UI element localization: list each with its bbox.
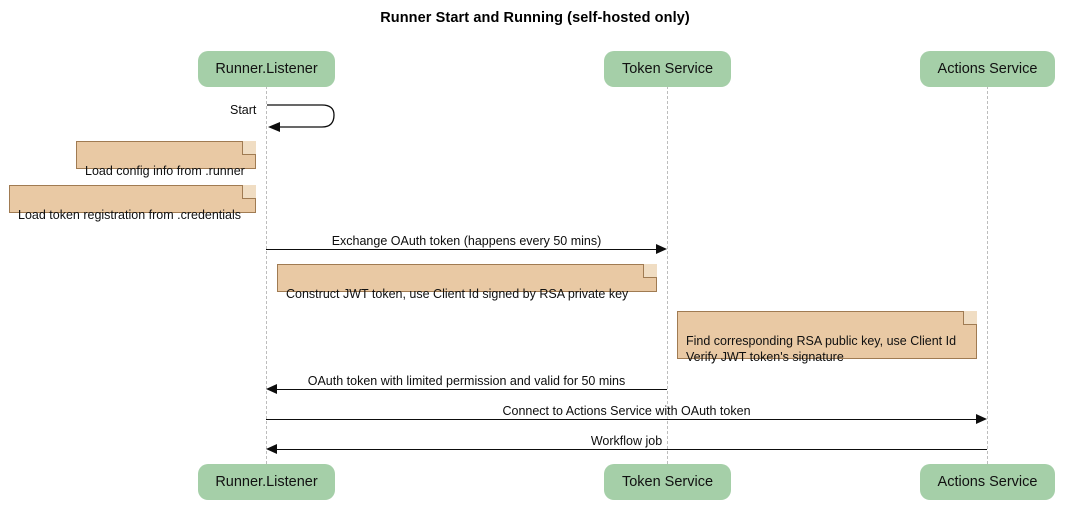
participant-label: Runner.Listener <box>215 474 318 490</box>
message-connect-line <box>266 419 976 420</box>
participant-label: Runner.Listener <box>215 61 318 77</box>
message-connect-label: Connect to Actions Service with OAuth to… <box>502 404 751 418</box>
participant-actions-bottom[interactable]: Actions Service <box>920 464 1055 500</box>
note-fold-corner-icon <box>242 141 256 155</box>
participant-label: Token Service <box>621 61 714 77</box>
participant-label: Actions Service <box>937 61 1038 77</box>
note-load-credentials: Load token registration from .credential… <box>9 185 256 222</box>
participant-label: Actions Service <box>937 474 1038 490</box>
participant-label: Token Service <box>621 474 714 490</box>
note-fold-corner-icon <box>963 311 977 325</box>
lifeline-runner <box>266 86 267 464</box>
note-fold-corner-icon <box>643 264 657 278</box>
page-title: Runner Start and Running (self-hosted on… <box>380 10 690 26</box>
message-workflow-job-line <box>277 449 987 450</box>
message-exchange-arrowhead-icon <box>656 244 667 254</box>
participant-token-top[interactable]: Token Service <box>604 51 731 87</box>
message-exchange-line <box>266 249 656 250</box>
message-workflow-job-label: Workflow job <box>590 434 663 448</box>
message-connect-arrowhead-icon <box>976 414 987 424</box>
lifeline-token <box>667 86 668 464</box>
participant-token-bottom[interactable]: Token Service <box>604 464 731 500</box>
message-workflow-job-arrowhead-icon <box>266 444 277 454</box>
note-text: Find corresponding RSA public key, use C… <box>686 334 957 364</box>
note-text: Load config info from .runner <box>85 164 245 178</box>
note-fold-corner-icon <box>242 185 256 199</box>
note-verify-signature: Find corresponding RSA public key, use C… <box>677 311 977 364</box>
note-text: Load token registration from .credential… <box>18 208 242 222</box>
message-start-label: Start <box>230 103 257 117</box>
lifeline-actions <box>987 86 988 464</box>
message-exchange-label: Exchange OAuth token (happens every 50 m… <box>331 234 602 248</box>
participant-runner-top[interactable]: Runner.Listener <box>198 51 335 87</box>
note-text: Construct JWT token, use Client Id signe… <box>286 287 629 301</box>
message-oauth-return-arrowhead-icon <box>266 384 277 394</box>
note-load-config: Load config info from .runner <box>76 141 256 178</box>
message-oauth-return-line <box>277 389 667 390</box>
note-construct-jwt: Construct JWT token, use Client Id signe… <box>277 264 657 301</box>
participant-actions-top[interactable]: Actions Service <box>920 51 1055 87</box>
participant-runner-bottom[interactable]: Runner.Listener <box>198 464 335 500</box>
message-start-loop <box>266 100 346 136</box>
message-oauth-return-label: OAuth token with limited permission and … <box>307 374 626 388</box>
